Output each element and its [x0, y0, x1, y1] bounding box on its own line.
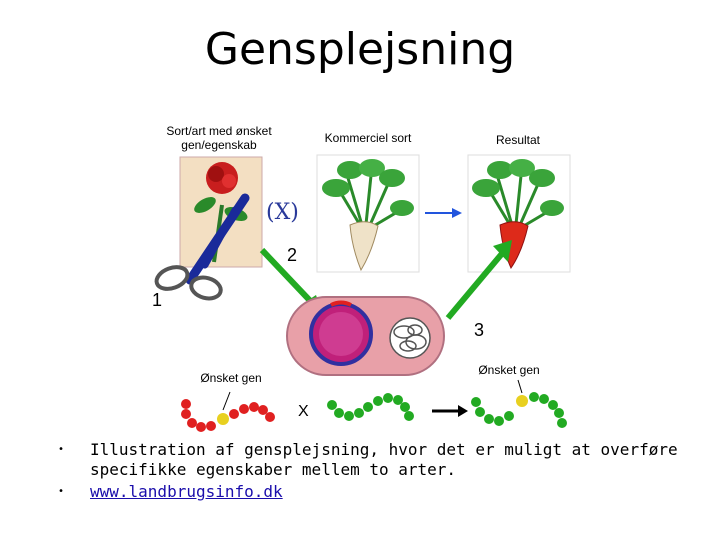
bullet-dot: •	[58, 444, 65, 455]
x-mark-label: X	[298, 403, 309, 420]
bacterium-cell	[286, 296, 445, 376]
gene-left-label: Ønsket gen	[200, 371, 262, 385]
bullet-text: Illustration af gensplejsning, hvor det …	[90, 440, 678, 479]
green-arrow-3	[445, 240, 512, 320]
bullet-item: • www.landbrugsinfo.dk	[56, 482, 696, 502]
crossing-label: (X)	[266, 200, 299, 225]
bullet-dot: •	[58, 486, 65, 497]
step-1-label: 1	[152, 290, 163, 310]
page-title: Gensplejsning	[204, 24, 516, 75]
result-beet-panel	[467, 154, 571, 273]
step-2-label: 2	[287, 245, 298, 265]
commercial-beet-panel	[316, 154, 420, 273]
black-arrow	[432, 405, 468, 417]
blue-arrow	[425, 208, 462, 218]
scissors-icon	[154, 193, 250, 301]
source-link[interactable]: www.landbrugsinfo.dk	[90, 482, 283, 501]
result-label: Resultat	[495, 133, 541, 147]
rose-panel	[179, 156, 263, 268]
dna-coil	[389, 317, 431, 359]
donor-label: Sort/art med ønsket gen/egenskab	[166, 124, 272, 152]
gene-chain-right	[471, 379, 567, 428]
step-3-label: 3	[474, 320, 485, 340]
bullet-list: • Illustration af gensplejsning, hvor de…	[56, 440, 696, 504]
gene-chain-left	[181, 391, 275, 432]
bullet-item: • Illustration af gensplejsning, hvor de…	[56, 440, 696, 480]
gene-right-label: Ønsket gen	[478, 363, 540, 377]
commercial-label: Kommerciel sort	[324, 131, 412, 145]
gene-chain-middle	[327, 393, 414, 421]
